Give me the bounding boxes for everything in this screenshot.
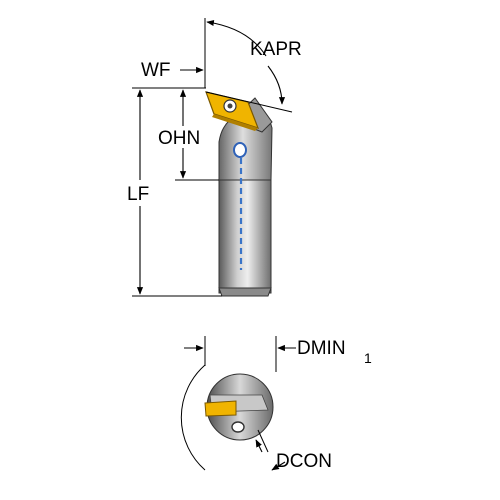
dcon-dimension: DCON: [255, 429, 332, 472]
extension-lines: [132, 18, 293, 297]
ohn-dimension: OHN: [158, 89, 200, 179]
kapr-label: KAPR: [250, 39, 302, 60]
tool-side-view: [205, 91, 273, 297]
tool-end-view: [180, 364, 274, 471]
shank-end: [218, 287, 272, 297]
cutting-insert-end: [204, 400, 237, 417]
lf-dimension: LF: [127, 89, 149, 295]
ohn-label: OHN: [158, 128, 200, 149]
wf-dimension: WF: [141, 60, 204, 81]
dcon-label: DCON: [276, 451, 332, 472]
dmin-subscript: 1: [364, 350, 372, 366]
kapr-dimension: KAPR: [206, 19, 302, 105]
lf-label: LF: [127, 184, 149, 205]
dmin-dimension: DMIN 1: [184, 336, 372, 372]
tool-shank: [218, 179, 272, 294]
wf-label: WF: [141, 60, 171, 81]
coolant-hole: [233, 142, 247, 158]
coolant-hole-end: [231, 421, 245, 433]
dmin-label: DMIN: [297, 338, 346, 359]
min-bore-circle: [180, 364, 206, 471]
